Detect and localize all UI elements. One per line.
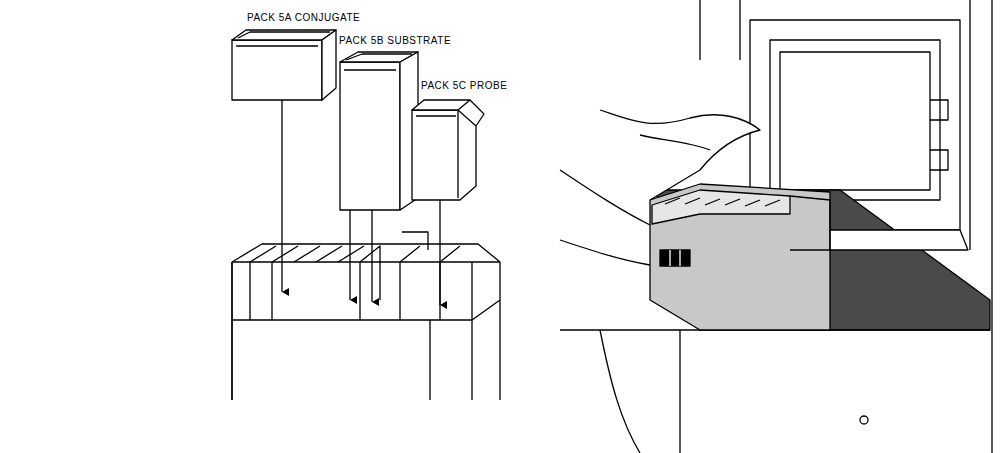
reagent-tray [232,244,500,400]
tray-in-hands [650,184,830,330]
hands [560,110,760,265]
pack-5a [232,30,336,100]
pack-label: PACK 5C PROBE [420,80,508,91]
pack-label: PACK 5B SUBSTRATE [338,35,452,46]
pack-label: PACK 5A CONJUGATE [246,12,361,23]
pack-5b [340,52,418,210]
insertion-arrows [282,100,440,305]
pack-5c [412,100,484,200]
analyzer-instrument [560,0,992,453]
